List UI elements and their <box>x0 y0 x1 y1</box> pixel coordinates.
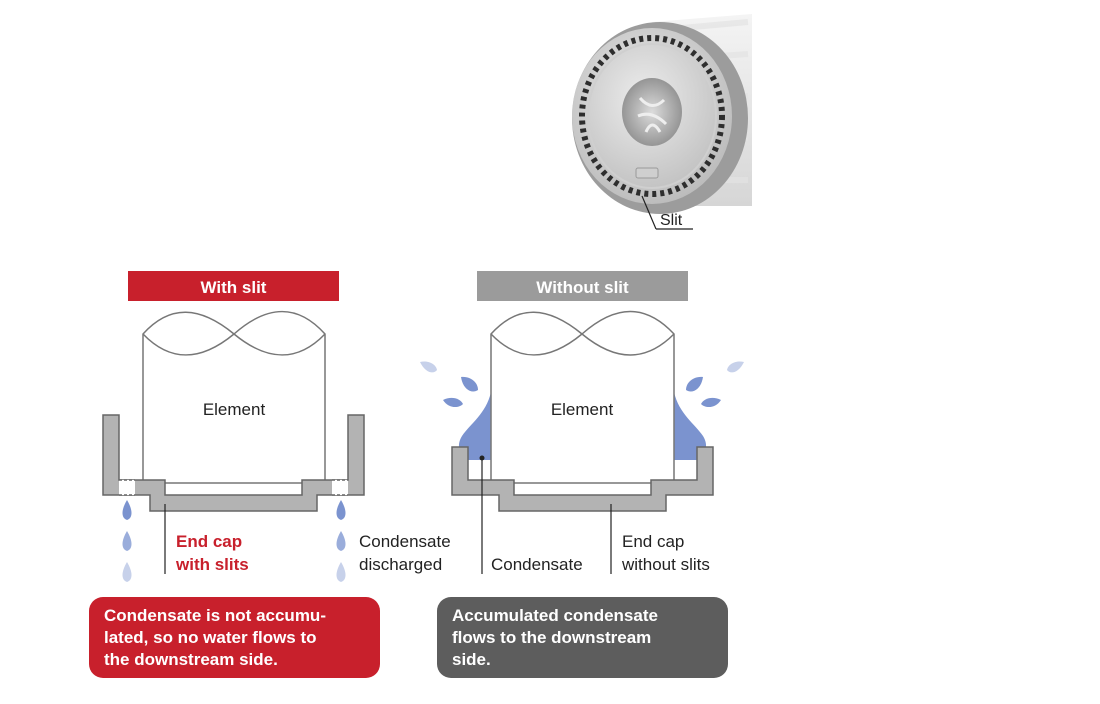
element-top-rim <box>490 333 675 356</box>
water-drop-icon <box>122 562 132 582</box>
endcap-tab <box>635 167 659 179</box>
with-slit-note-line-1: Condensate is not accumu- <box>104 606 326 625</box>
slit-ring <box>579 35 725 197</box>
element-label: Element <box>551 400 614 419</box>
center-vanes <box>637 96 668 133</box>
element-label: Element <box>203 400 266 419</box>
condensate-right <box>674 392 707 460</box>
water-drop-icon <box>701 397 721 408</box>
condensate-discharged-label-2: discharged <box>359 555 442 574</box>
slit-right <box>332 480 348 495</box>
without-slit-note-box <box>437 597 728 678</box>
drops-left <box>122 500 132 582</box>
water-drop-icon <box>686 376 703 392</box>
endcap-without-slits-label-1: End cap <box>622 532 684 551</box>
water-drop-icon <box>420 361 437 373</box>
water-drop-icon <box>443 397 463 408</box>
slit-left-outline <box>119 479 135 496</box>
without-slit-panel: Without slit Element Condensate End cap … <box>420 271 744 678</box>
water-drop-icon <box>336 531 346 551</box>
water-drop-icon <box>727 361 744 373</box>
with-slit-note-box <box>89 597 380 678</box>
water-drop-icon <box>122 500 132 520</box>
without-slit-header-text: Without slit <box>536 278 629 297</box>
element-cylinder <box>142 310 326 484</box>
slit-right-outline <box>332 479 348 496</box>
water-drop-icon <box>336 500 346 520</box>
slit-callout-line <box>641 195 657 230</box>
endcap-without-slits-label-2: without slits <box>621 555 710 574</box>
element-top-rim <box>142 333 326 356</box>
slit-callout-label: Slit <box>660 212 683 229</box>
endcap-with-slits <box>102 414 365 512</box>
condensate-left <box>458 392 491 460</box>
with-slit-header <box>128 271 339 301</box>
condensate-label: Condensate <box>491 555 583 574</box>
element-cylinder <box>490 310 675 484</box>
without-slit-note-line-3: side. <box>452 650 491 669</box>
with-slit-header-text: With slit <box>201 278 267 297</box>
condensate-leader-dot <box>479 455 485 461</box>
water-drop-icon <box>461 376 478 392</box>
endcap-without-slits <box>451 446 714 512</box>
with-slit-panel: With slit Element End cap with slits Con… <box>89 271 451 678</box>
water-drop-icon <box>122 531 132 551</box>
endcap-with-slits-label-1: End cap <box>176 532 242 551</box>
center-hole <box>622 78 682 146</box>
drops-right <box>336 500 346 582</box>
condensate-discharged-label-1: Condensate <box>359 532 451 551</box>
with-slit-note-line-3: the downstream side. <box>104 650 278 669</box>
slit-ring-inner <box>587 43 717 189</box>
water-drop-icon <box>336 562 346 582</box>
without-slit-note-line-2: flows to the downstream <box>452 628 651 647</box>
slit-left <box>119 480 135 495</box>
with-slit-note-line-2: lated, so no water flows to <box>104 628 317 647</box>
without-slit-note-line-1: Accumulated condensate <box>452 606 658 625</box>
filter-photo: Slit <box>572 14 752 230</box>
without-slit-header <box>477 271 688 301</box>
endcap-with-slits-label-2: with slits <box>175 555 249 574</box>
